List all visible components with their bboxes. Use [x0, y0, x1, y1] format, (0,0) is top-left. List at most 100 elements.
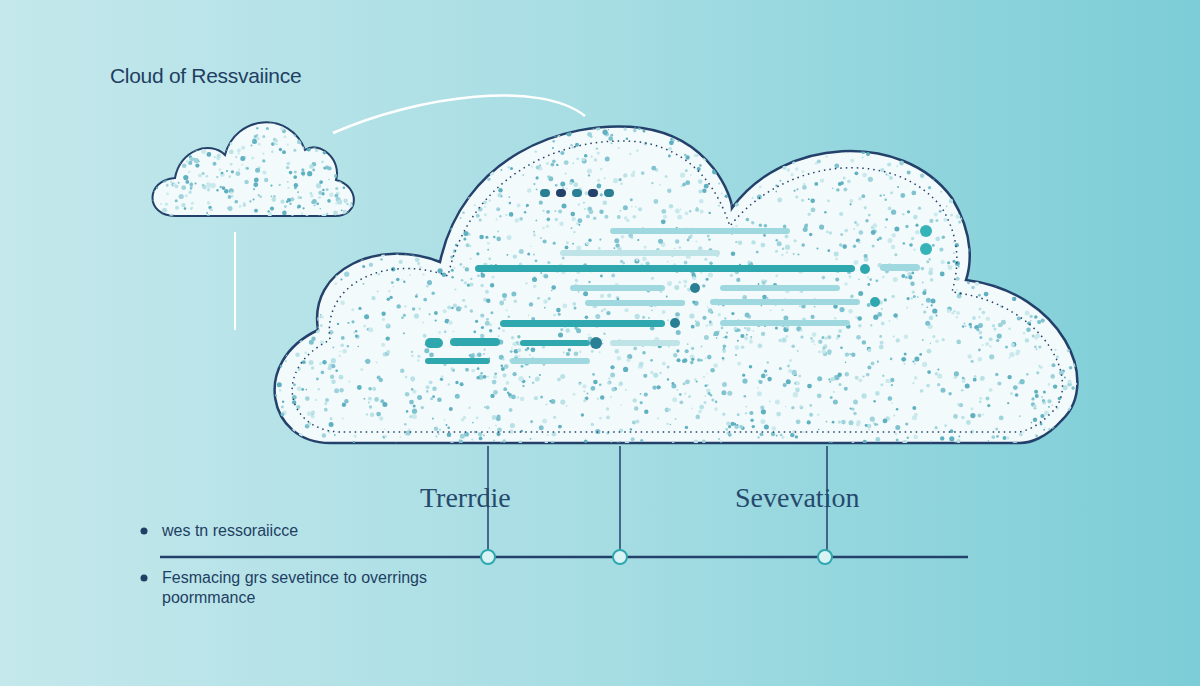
cloud-dot	[380, 242, 383, 245]
cloud-dot	[1002, 283, 1005, 286]
cloud-dot	[712, 148, 716, 152]
cloud-dot	[371, 165, 375, 169]
cloud-dot	[600, 193, 603, 196]
cloud-dot	[926, 162, 929, 165]
cloud-dot	[791, 344, 795, 348]
cloud-dot	[465, 267, 469, 271]
cloud-dot	[365, 359, 370, 364]
cloud-dot	[702, 284, 705, 287]
cloud-dot	[1034, 274, 1036, 276]
cloud-dot	[634, 406, 638, 410]
cloud-dot	[351, 150, 355, 154]
cloud-dot	[638, 207, 642, 211]
cloud-dot	[475, 320, 478, 323]
cloud-dot	[475, 162, 479, 166]
cloud-dot	[651, 277, 654, 280]
cloud-dot	[905, 225, 908, 228]
cloud-dot	[256, 361, 260, 365]
cloud-dot	[795, 117, 799, 121]
cloud-dot	[470, 258, 472, 260]
cloud-dot	[962, 325, 964, 327]
cloud-dot	[991, 435, 995, 439]
cloud-dot	[783, 383, 787, 387]
cloud-dot	[1082, 298, 1087, 303]
cloud-dot	[507, 235, 512, 240]
cloud-dot	[980, 376, 985, 381]
cloud-dot	[545, 441, 549, 445]
cloud-dot	[962, 125, 966, 129]
cloud-dot	[795, 435, 798, 438]
cloud-dot	[801, 243, 805, 247]
cloud-dot	[853, 245, 856, 248]
cloud-dot	[782, 166, 786, 170]
cloud-dot	[868, 428, 870, 430]
cloud-dot	[488, 162, 493, 167]
cloud-dot	[497, 135, 502, 140]
cloud-dot	[1067, 349, 1070, 352]
cloud-dot	[785, 245, 790, 250]
cloud-dot	[757, 387, 759, 389]
cloud-dot	[448, 383, 450, 385]
cloud-dot	[597, 184, 602, 189]
cloud-dot	[681, 129, 684, 132]
cloud-dot	[689, 313, 694, 318]
cloud-dot	[633, 398, 637, 402]
cloud-dot	[1091, 302, 1096, 307]
cloud-dot	[432, 223, 436, 227]
cloud-dot	[961, 122, 966, 127]
cloud-dot	[833, 391, 835, 393]
cloud-dot	[900, 193, 905, 198]
cloud-dot	[526, 128, 528, 130]
cloud-dot	[681, 130, 684, 133]
cloud-dot	[476, 376, 479, 379]
cloud-dot	[911, 191, 916, 196]
cloud-dot	[822, 336, 825, 339]
cloud-dot	[578, 224, 580, 226]
cloud-dot	[881, 322, 885, 326]
cloud-dot	[535, 377, 540, 382]
cloud-dot	[463, 266, 465, 268]
cloud-dot	[355, 335, 358, 338]
cloud-dot	[1007, 175, 1010, 178]
cloud-dot	[666, 423, 668, 425]
cloud-dot	[940, 191, 942, 193]
cloud-dot	[761, 305, 763, 307]
cloud-dot	[566, 405, 568, 407]
cloud-dot	[347, 345, 349, 347]
cloud-dot	[917, 296, 919, 298]
cloud-dot	[572, 146, 574, 148]
cloud-dot	[1007, 176, 1011, 180]
cloud-dot	[1093, 420, 1095, 422]
cloud-dot	[272, 429, 276, 433]
cloud-dot	[977, 270, 979, 272]
cloud-dot	[432, 395, 435, 398]
cloud-dot	[453, 304, 457, 308]
cloud-dot	[576, 157, 579, 160]
cloud-dot	[351, 308, 354, 311]
cloud-dot	[393, 228, 397, 232]
cloud-dot	[1076, 383, 1078, 385]
cloud-dot	[358, 129, 363, 134]
cloud-dot	[281, 406, 284, 409]
cloud-dot	[542, 210, 544, 212]
cloud-dot	[371, 161, 373, 163]
cloud-dot	[927, 349, 932, 354]
cloud-dot	[873, 223, 878, 228]
cloud-dot	[932, 165, 934, 167]
cloud-dot	[737, 340, 739, 342]
cloud-dot	[1023, 431, 1025, 433]
cloud-dot	[483, 353, 485, 355]
cloud-dot	[820, 179, 824, 183]
cloud-dot	[274, 394, 277, 397]
cloud-dot	[369, 263, 373, 267]
cloud-dot	[955, 261, 960, 266]
cloud-dot	[907, 171, 911, 175]
cloud-dot	[335, 282, 338, 285]
cloud-dot	[486, 318, 489, 321]
cloud-dot	[579, 383, 581, 385]
cloud-dot	[493, 375, 497, 379]
cloud-dot	[760, 419, 765, 424]
cloud-dot	[568, 348, 571, 351]
cloud-dot	[448, 320, 452, 324]
cloud-dot	[1087, 306, 1092, 311]
